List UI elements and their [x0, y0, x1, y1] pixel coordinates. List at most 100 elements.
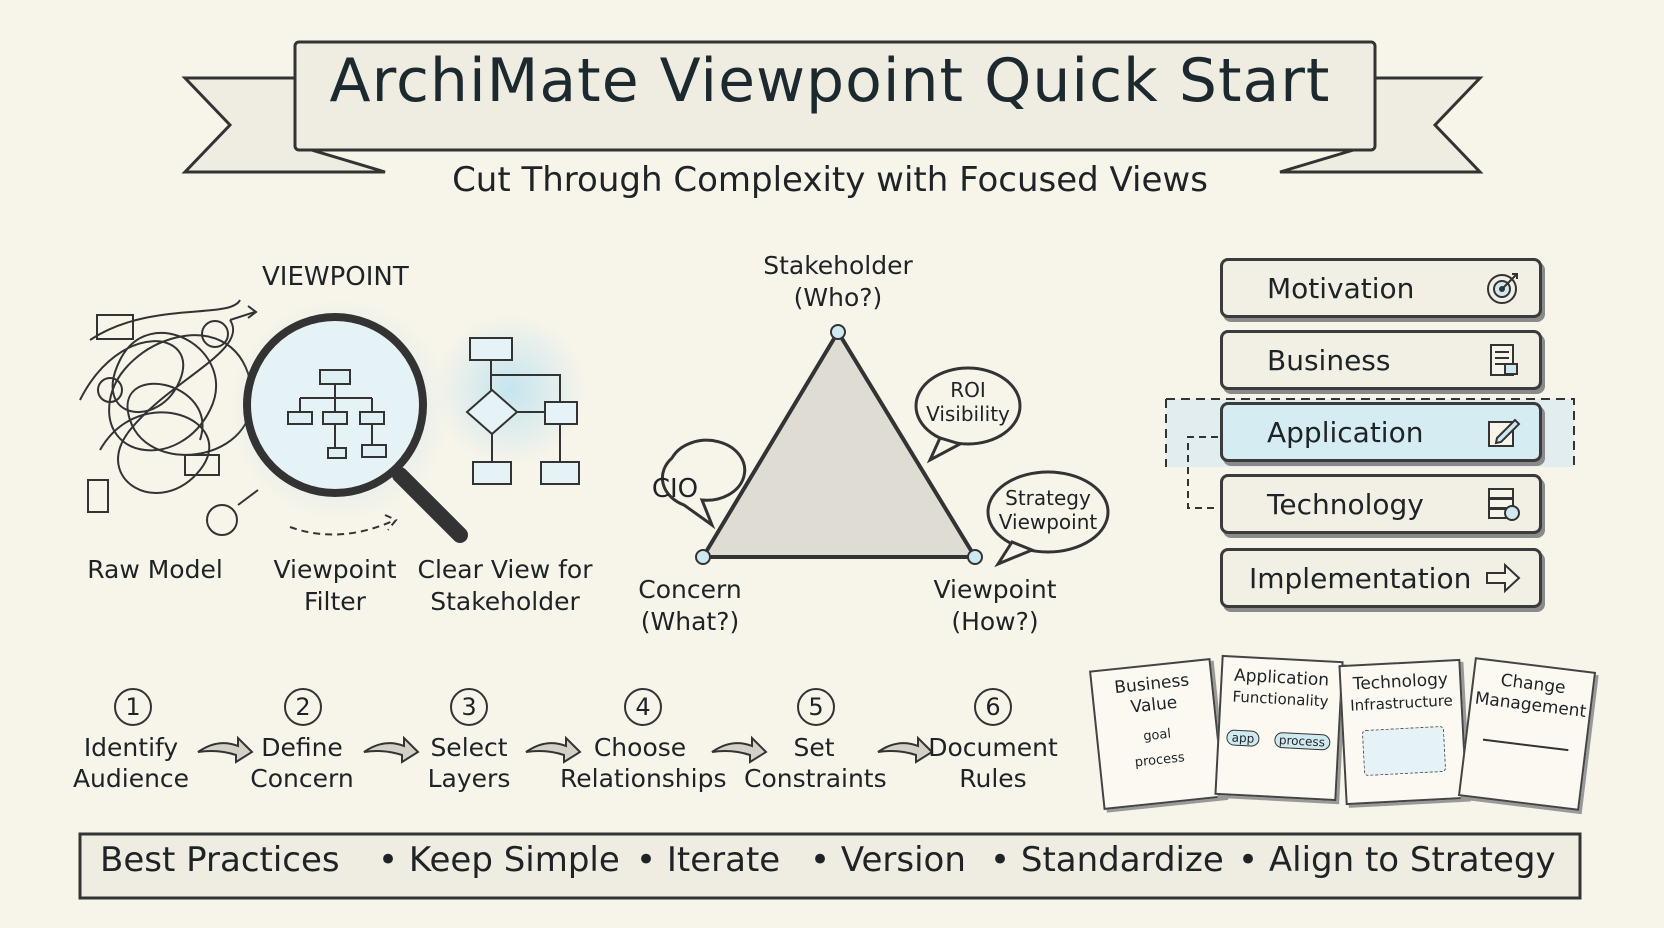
concern-label: Concern (What?) — [620, 574, 760, 638]
stakeholder-line1: Stakeholder — [763, 251, 913, 280]
clear-view-line1: Clear View for — [417, 555, 593, 584]
step-3-number: 3 — [450, 688, 488, 726]
step-5-line1: Set — [793, 733, 835, 762]
step-6-line2: Rules — [959, 764, 1027, 793]
bubble-strategy-line2: Viewpoint — [998, 510, 1098, 534]
card-change-management: Change Management — [1457, 657, 1597, 811]
bubble-strategy: Strategy Viewpoint — [985, 486, 1111, 534]
page-title: ArchiMate Viewpoint Quick Start — [329, 46, 1331, 116]
server-icon — [1488, 488, 1520, 521]
step-3: Select Layers — [414, 732, 524, 794]
raw-model-label: Raw Model — [87, 555, 223, 584]
card-business-value: Business Value goal process — [1089, 658, 1225, 810]
target-icon — [1487, 273, 1518, 304]
bubble-roi-line1: ROI — [950, 378, 986, 402]
best-practice-2-text: Iterate — [666, 840, 781, 880]
concern-line2: (What?) — [640, 607, 740, 636]
card-application-app: app — [1226, 729, 1260, 747]
card-business-value-process: process — [1134, 750, 1186, 771]
step-6-line1: Document — [928, 733, 1058, 762]
speech-bubbles — [660, 366, 1110, 568]
stakeholder-line2: (Who?) — [793, 283, 883, 312]
best-practice-1: • Keep Simple — [378, 840, 620, 880]
clear-view-line2: Stakeholder — [430, 587, 580, 616]
step-arrows — [197, 735, 934, 764]
step-2-line1: Define — [261, 733, 343, 762]
step-4: Choose Relationships — [560, 732, 727, 794]
concern-line1: Concern — [638, 575, 742, 604]
step-1-number: 1 — [114, 688, 152, 726]
app-tech-connector — [1187, 436, 1218, 509]
card-application-process: process — [1273, 731, 1331, 751]
clear-view-label: Clear View for Stakeholder — [410, 554, 600, 618]
layer-technology-label: Technology — [1267, 488, 1424, 521]
step-4-line1: Choose — [593, 733, 687, 762]
card-application-functionality: Application Functionality app process — [1214, 654, 1344, 802]
card-change-title: Change Management — [1471, 659, 1594, 723]
application-dashed-frame — [1165, 398, 1575, 467]
step-1-line2: Audience — [72, 764, 190, 793]
arrow-right-icon — [1486, 562, 1521, 594]
stakeholder-label: Stakeholder (Who?) — [748, 250, 928, 314]
card-technology-title: Technology Infrastructure — [1341, 661, 1461, 717]
step-6-number: 6 — [974, 688, 1012, 726]
best-practice-5: • Align to Strategy — [1238, 840, 1556, 880]
stakeholder-triangle — [695, 324, 983, 565]
step-4-number: 4 — [624, 688, 662, 726]
raw-model-scribble — [79, 299, 259, 536]
bubble-roi-line2: Visibility — [926, 402, 1010, 426]
layer-implementation: Implementation — [1220, 548, 1542, 608]
card-business-value-title: Business Value — [1091, 660, 1214, 722]
step-5-line2: Constraints — [744, 764, 887, 793]
step-2-number: 2 — [284, 688, 322, 726]
layer-implementation-label: Implementation — [1249, 562, 1472, 595]
step-5: Set Constraints — [744, 732, 887, 794]
best-practice-5-text: Align to Strategy — [1268, 840, 1556, 880]
viewpoint-filter-line1: Viewpoint — [273, 555, 397, 584]
best-practice-1-text: Keep Simple — [408, 840, 620, 880]
viewpoint-heading: VIEWPOINT — [262, 262, 409, 292]
page-subtitle: Cut Through Complexity with Focused View… — [452, 160, 1208, 200]
best-practice-4-text: Standardize — [1020, 840, 1224, 880]
step-1: Identify Audience — [66, 732, 196, 794]
step-3-line1: Select — [430, 733, 508, 762]
card-technology-infrastructure: Technology Infrastructure — [1338, 658, 1468, 806]
step-4-line2: Relationships — [560, 764, 727, 793]
viewpoint-how-line2: (How?) — [951, 607, 1039, 636]
card-application-title: Application Functionality — [1221, 657, 1341, 713]
card-business-value-goal: goal — [1142, 726, 1172, 745]
step-3-line2: Layers — [427, 764, 511, 793]
step-6: Document Rules — [928, 732, 1058, 794]
best-practice-3: • Version — [810, 840, 966, 880]
magnifier — [230, 300, 468, 543]
step-2-line2: Concern — [250, 764, 354, 793]
layer-business: Business — [1220, 330, 1542, 390]
best-practice-4: • Standardize — [990, 840, 1224, 880]
viewpoint-how-line1: Viewpoint — [933, 575, 1057, 604]
document-icon — [1490, 344, 1518, 376]
step-5-number: 5 — [797, 688, 835, 726]
best-practice-2: • Iterate — [636, 840, 781, 880]
best-practice-3-text: Version — [840, 840, 966, 880]
layer-motivation-label: Motivation — [1267, 272, 1415, 305]
viewpoint-filter-line2: Filter — [304, 587, 366, 616]
card-change-timeline — [1482, 738, 1569, 752]
best-practices-label: Best Practices — [100, 840, 340, 880]
title-banner — [181, 40, 1484, 174]
app-edit-icon — [1488, 418, 1521, 447]
layer-application-label: Application — [1267, 416, 1424, 449]
layer-motivation: Motivation — [1220, 258, 1542, 318]
bubble-roi: ROI Visibility — [912, 378, 1024, 426]
bubble-cio: CIO — [651, 474, 699, 504]
viewpoint-how-label: Viewpoint (How?) — [920, 574, 1070, 638]
card-technology-diagram — [1361, 725, 1447, 777]
layer-application: Application — [1220, 402, 1542, 462]
layer-technology: Technology — [1220, 474, 1542, 534]
step-1-line1: Identify — [83, 733, 179, 762]
step-2: Define Concern — [240, 732, 364, 794]
bubble-strategy-line1: Strategy — [1005, 486, 1091, 510]
viewpoint-filter-label: Viewpoint Filter — [260, 554, 410, 618]
layer-business-label: Business — [1267, 344, 1391, 377]
clear-flowchart — [435, 315, 585, 485]
